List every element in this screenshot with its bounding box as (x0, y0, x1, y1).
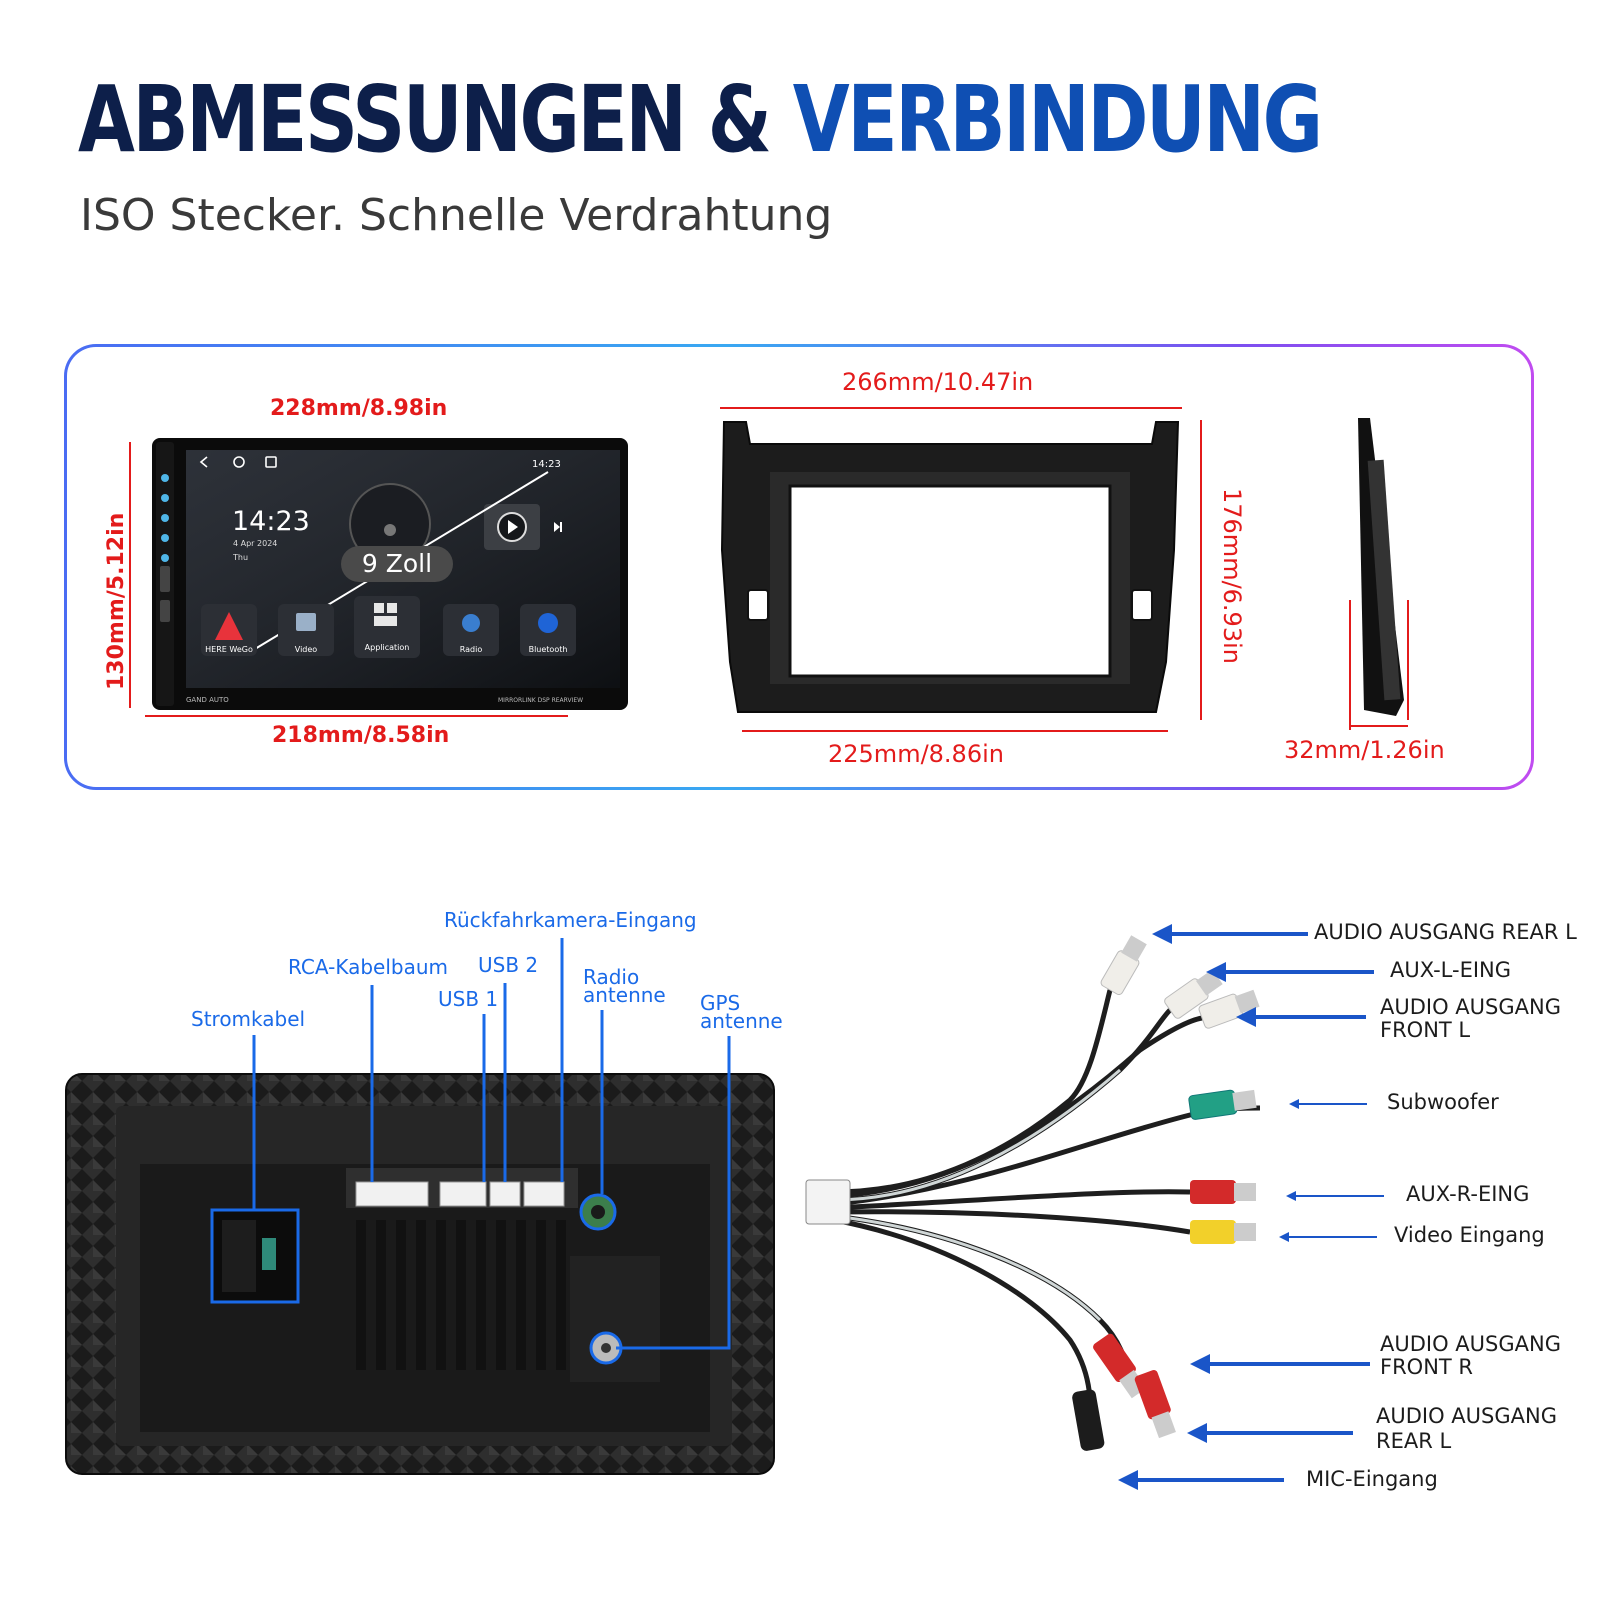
side-view (1349, 418, 1409, 730)
label-rca-harness: RCA-Kabelbaum (288, 955, 449, 979)
rca-plug-teal (1188, 1089, 1257, 1120)
brand-label: GAND AUTO (186, 696, 229, 704)
app-dock: HERE WeGo Video Application Radio Blueto… (201, 596, 576, 658)
usb1-connector (439, 1181, 487, 1207)
rca-plug-red-1 (1190, 1180, 1256, 1204)
title-part-1: ABMESSUNGEN & (78, 66, 772, 173)
rear-panel (65, 1073, 775, 1475)
rca-harness (805, 935, 1261, 1451)
features-label: MIRRORLINK DSP REARVIEW (498, 697, 583, 704)
page-subtitle: ISO Stecker. Schnelle Verdrahtung (80, 190, 833, 241)
radio-icon (462, 614, 480, 632)
power-icon[interactable] (161, 474, 169, 482)
rca-connector (355, 1181, 429, 1207)
harness-plug (805, 1179, 851, 1225)
video-icon (296, 613, 316, 631)
camera-connector (523, 1181, 565, 1207)
usb2-connector (489, 1181, 521, 1207)
screen-day: Thu (232, 553, 248, 562)
label-power-cable: Stromkabel (191, 1007, 306, 1031)
frame-opening (788, 484, 1112, 678)
harness-wires (833, 989, 1261, 1431)
label-usb1: USB 1 (438, 987, 499, 1011)
nav-back-icon[interactable] (199, 456, 208, 468)
next-icon[interactable] (554, 522, 562, 532)
label-audio-front-r-2: FRONT R (1380, 1355, 1474, 1379)
label-audio-rear-l-1: AUDIO AUSGANG (1376, 1404, 1557, 1428)
app-application[interactable] (354, 596, 420, 658)
back-icon[interactable] (161, 514, 169, 522)
nav-home-icon[interactable] (233, 456, 245, 468)
app-label-radio: Radio (460, 645, 483, 654)
dim-head-height: 130mm/5.12in (104, 512, 129, 690)
app-label-bluetooth: Bluetooth (529, 645, 568, 654)
dim-frame-height: 176mm/6.93in (1218, 488, 1246, 664)
label-subwoofer: Subwoofer (1387, 1090, 1499, 1114)
label-gps-antenna-2: antenne (700, 1009, 783, 1033)
navigation-icon (215, 612, 243, 640)
rca-plug-yellow (1190, 1220, 1256, 1244)
frame-clip-right (1131, 589, 1153, 621)
label-aux-r: AUX-R-EING (1406, 1182, 1530, 1206)
dim-depth: 32mm/1.26in (1284, 736, 1445, 764)
label-audio-rear-l-top: AUDIO AUSGANG REAR L (1314, 920, 1577, 944)
label-gps-antenna-1: GPS (700, 991, 741, 1015)
mounting-frame (720, 407, 1202, 732)
label-camera-input: Rückfahrkamera-Eingang (444, 908, 697, 932)
dim-head-bottom: 218mm/8.58in (272, 723, 450, 748)
grid-icon (374, 603, 384, 613)
label-aux-l: AUX-L-EING (1390, 958, 1512, 982)
app-label-video: Video (295, 645, 318, 654)
app-label-application: Application (365, 643, 410, 652)
head-unit-front: 14:23 14:23 4 Apr 2024 Thu 9 Zoll HERE W… (129, 438, 628, 717)
home-icon[interactable] (161, 494, 169, 502)
size-badge-label: 9 Zoll (362, 549, 432, 578)
label-mic: MIC-Eingang (1306, 1467, 1438, 1491)
mic-jack (1072, 1389, 1105, 1451)
status-time: 14:23 (532, 459, 561, 470)
rca-plug-white-1 (1100, 935, 1147, 996)
label-radio-antenna-1: Radio (583, 965, 640, 989)
frame-clip-left (747, 589, 769, 621)
label-usb2: USB 2 (478, 953, 539, 977)
app-label-here-wego: HERE WeGo (205, 645, 253, 654)
dim-head-top: 228mm/8.98in (270, 396, 448, 421)
dim-frame-bottom: 225mm/8.86in (828, 740, 1004, 768)
rca-plug-red-3 (1134, 1370, 1176, 1439)
screen-date: 4 Apr 2024 (233, 539, 277, 548)
usb-port-icon (160, 566, 170, 592)
label-audio-rear-l-2: REAR L (1376, 1429, 1452, 1453)
volume-down-icon[interactable] (161, 554, 169, 562)
title-part-2: VERBINDUNG (792, 66, 1323, 173)
heatsink-fins (356, 1220, 566, 1370)
volume-up-icon[interactable] (161, 534, 169, 542)
label-audio-front-r-1: AUDIO AUSGANG (1380, 1332, 1561, 1356)
bluetooth-icon (538, 613, 558, 633)
dim-frame-top: 266mm/10.47in (842, 368, 1034, 396)
label-video: Video Eingang (1394, 1223, 1545, 1247)
size-badge (341, 546, 453, 582)
label-radio-antenna-2: antenne (583, 983, 666, 1007)
screen-clock: 14:23 (232, 506, 310, 537)
page-title: ABMESSUNGEN & VERBINDUNG (78, 74, 1323, 166)
fuse-icon (262, 1238, 276, 1270)
nav-recent-icon[interactable] (265, 456, 277, 468)
label-audio-front-l-2: FRONT L (1380, 1018, 1471, 1042)
label-audio-front-l-1: AUDIO AUSGANG (1380, 995, 1561, 1019)
usb-c-port-icon (160, 600, 170, 622)
